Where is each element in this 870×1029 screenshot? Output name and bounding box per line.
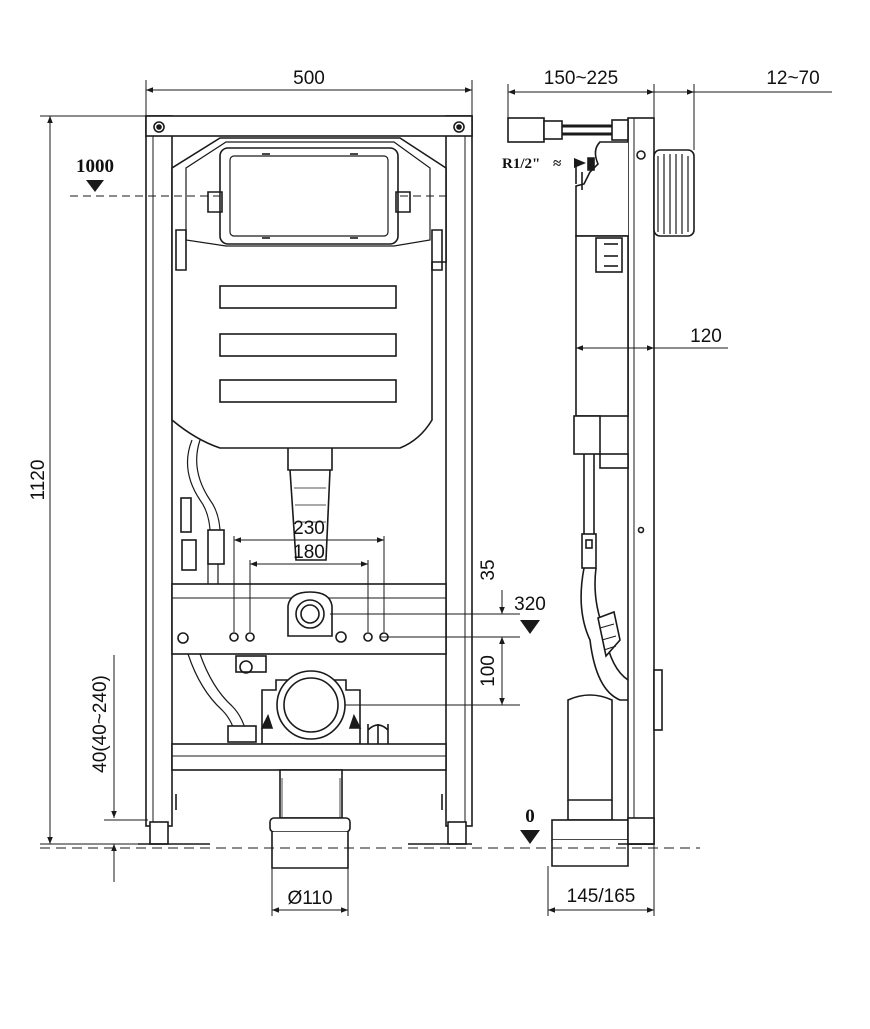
cistern-slot-1 [219,285,397,309]
left-post [145,115,173,827]
inlet-valve [507,117,545,143]
inspection-opening [219,147,399,245]
dim-inlet-spacing-inner: 180 [293,542,325,563]
side-frame-post [627,117,655,845]
level-markers [86,158,586,844]
level-marker-1000 [86,180,104,192]
cistern-slot-2 [219,333,397,357]
dimension-lines [40,80,832,916]
dim-floor-level: 0 [525,806,535,827]
front-view [138,115,473,869]
cistern-profile [575,141,628,237]
dim-width-total: 500 [293,68,325,89]
wave-symbol: ≈ [553,156,561,172]
side-view [507,117,695,867]
dim-inlet-offset: 35 [478,559,499,580]
dim-frame-depth: 120 [690,326,722,347]
dim-inlet-spacing-outer: 230 [293,518,325,539]
side-outlet-socket [551,819,629,841]
level-marker-320 [520,620,540,634]
dim-base-depth: 145/165 [567,886,636,907]
dim-inlet-height: 320 [514,594,546,615]
thread-arrow [574,158,586,168]
dim-foot-adjust: 40(40~240) [90,675,111,773]
cistern-slot-3 [219,379,397,403]
dim-flush-height: 1000 [76,156,114,177]
thread-label: R1/2" [502,156,540,172]
dim-height-total: 1120 [28,460,49,501]
level-marker-0 [520,830,540,844]
dim-wall-thickness: 12~70 [766,68,819,89]
top-rail [145,115,473,137]
dim-inlet-depth: 150~225 [544,68,619,89]
water-inlet [287,591,333,637]
dim-outlet-offset: 100 [478,655,499,687]
right-post [445,115,473,827]
dim-outlet-diameter: Ø110 [287,888,332,909]
outlet-bend [276,670,346,740]
lower-crossbar [171,743,447,771]
